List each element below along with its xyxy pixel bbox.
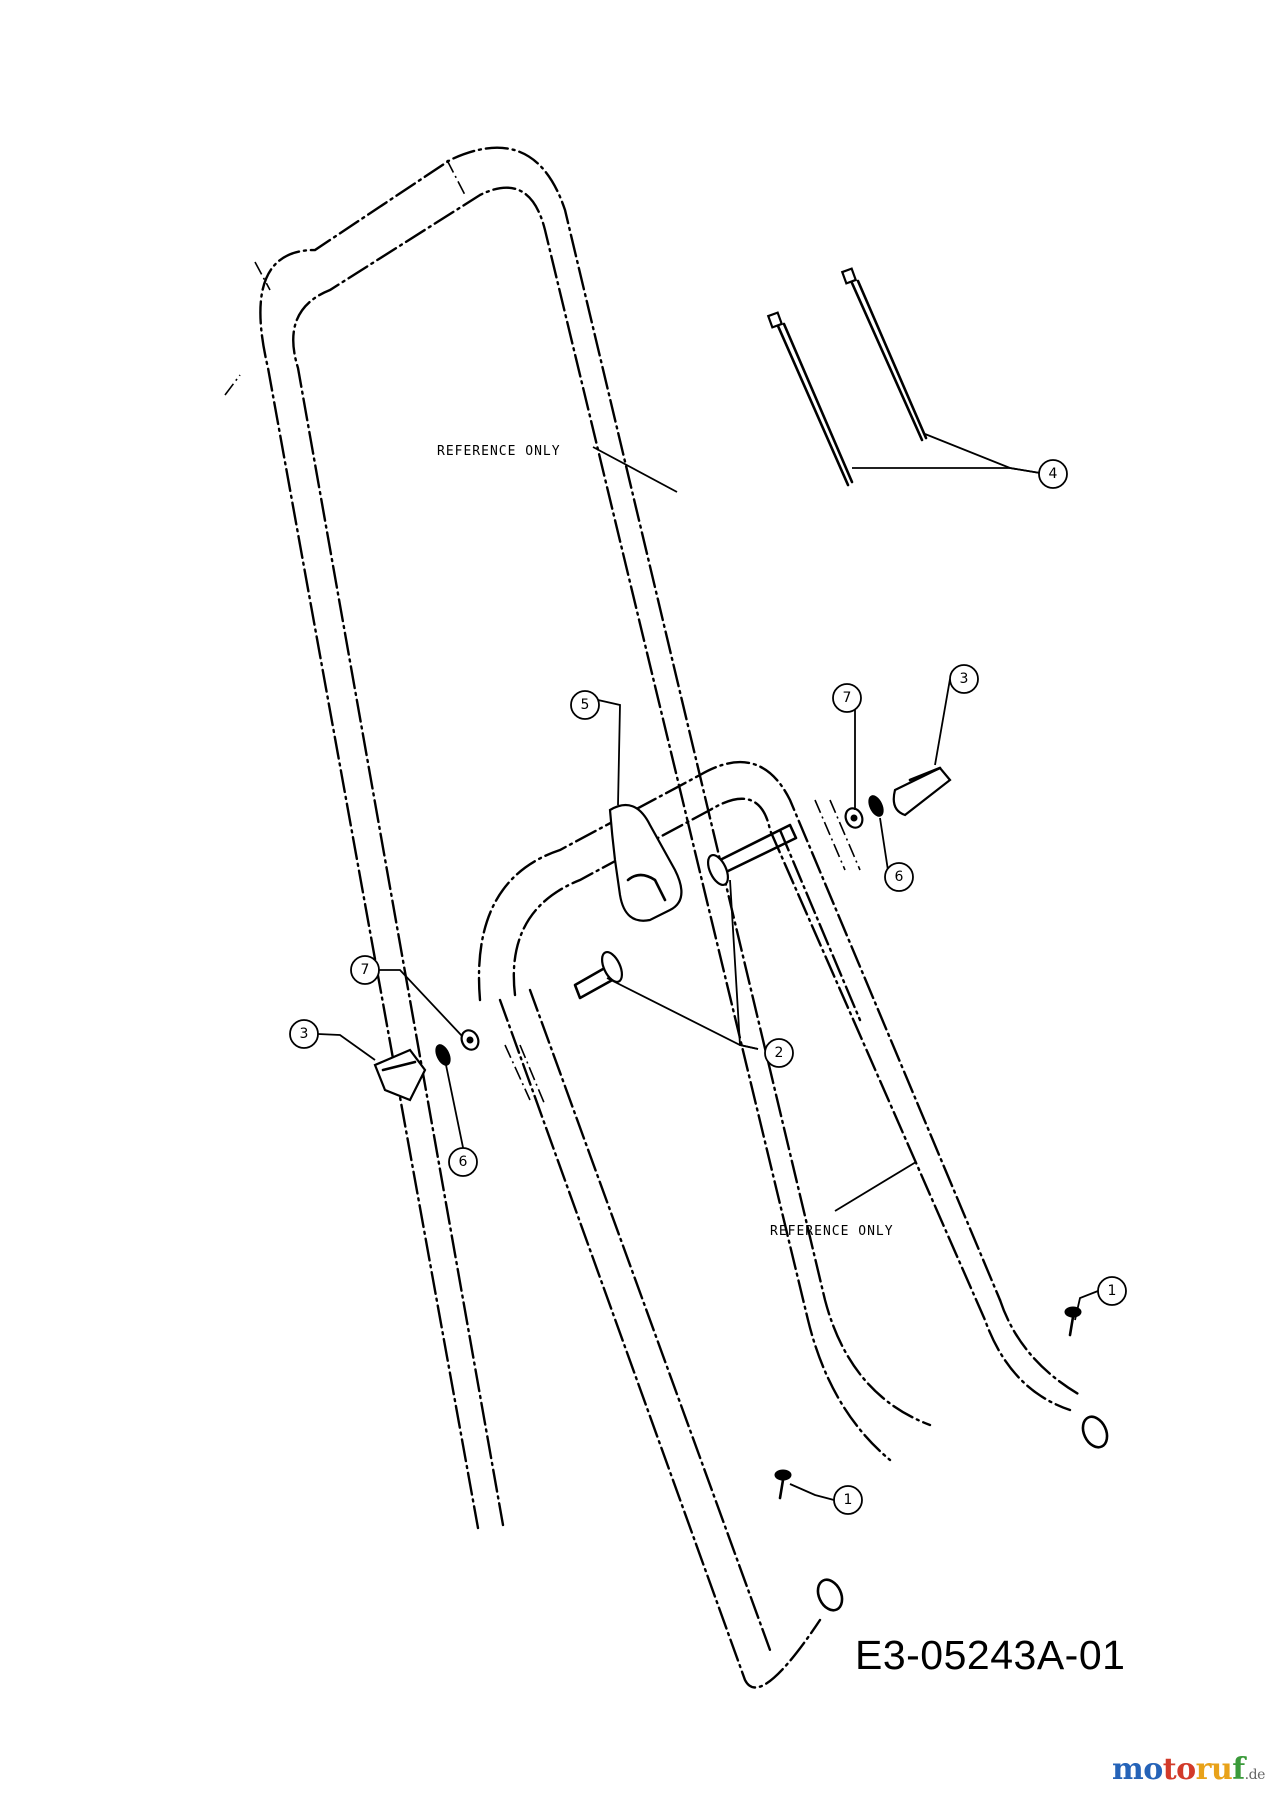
svg-text:6: 6	[459, 1154, 468, 1170]
cable-guide	[608, 803, 683, 922]
callout-1-right: 1	[1097, 1276, 1127, 1306]
carriage-bolts	[573, 823, 798, 1000]
svg-text:1: 1	[1108, 1283, 1117, 1299]
callout-6-right: 6	[884, 862, 914, 892]
callout-3-left: 3	[289, 1019, 319, 1049]
svg-text:3: 3	[300, 1026, 309, 1042]
callout-7-left: 7	[350, 955, 380, 985]
svg-text:7: 7	[843, 690, 852, 706]
washers	[435, 795, 884, 1066]
lower-handle-reference	[477, 761, 1082, 1689]
logo-part-3: ru	[1195, 1752, 1233, 1787]
svg-text:3: 3	[960, 671, 969, 687]
callout-4: 4	[1038, 459, 1068, 489]
knobs	[373, 766, 952, 1102]
svg-text:1: 1	[844, 1492, 853, 1508]
callout-6-left: 6	[448, 1147, 478, 1177]
svg-text:5: 5	[581, 697, 590, 713]
logo-part-1: mo	[1112, 1752, 1163, 1787]
callout-2: 2	[764, 1038, 794, 1068]
leader-lines	[317, 433, 1099, 1501]
svg-text:7: 7	[361, 962, 370, 978]
reference-label-upper: REFERENCE ONLY	[437, 444, 561, 459]
svg-text:6: 6	[895, 869, 904, 885]
drawing-number: E3-05243A-01	[855, 1632, 1126, 1678]
upper-handle-reference	[224, 146, 932, 1530]
svg-text:4: 4	[1049, 466, 1058, 482]
logo-tld: .de	[1244, 1767, 1266, 1783]
reference-label-lower: REFERENCE ONLY	[770, 1224, 894, 1239]
motoruf-logo[interactable]: motoruf.de	[1112, 1752, 1265, 1787]
logo-part-4: f	[1232, 1752, 1245, 1787]
svg-text:2: 2	[775, 1045, 784, 1061]
callout-5: 5	[570, 690, 600, 720]
logo-part-2: to	[1162, 1752, 1196, 1787]
screws	[774, 1306, 1082, 1500]
cable-ties	[766, 267, 928, 487]
callout-1-left: 1	[833, 1485, 863, 1515]
callout-3-right: 3	[949, 664, 979, 694]
callout-7-right: 7	[832, 683, 862, 713]
